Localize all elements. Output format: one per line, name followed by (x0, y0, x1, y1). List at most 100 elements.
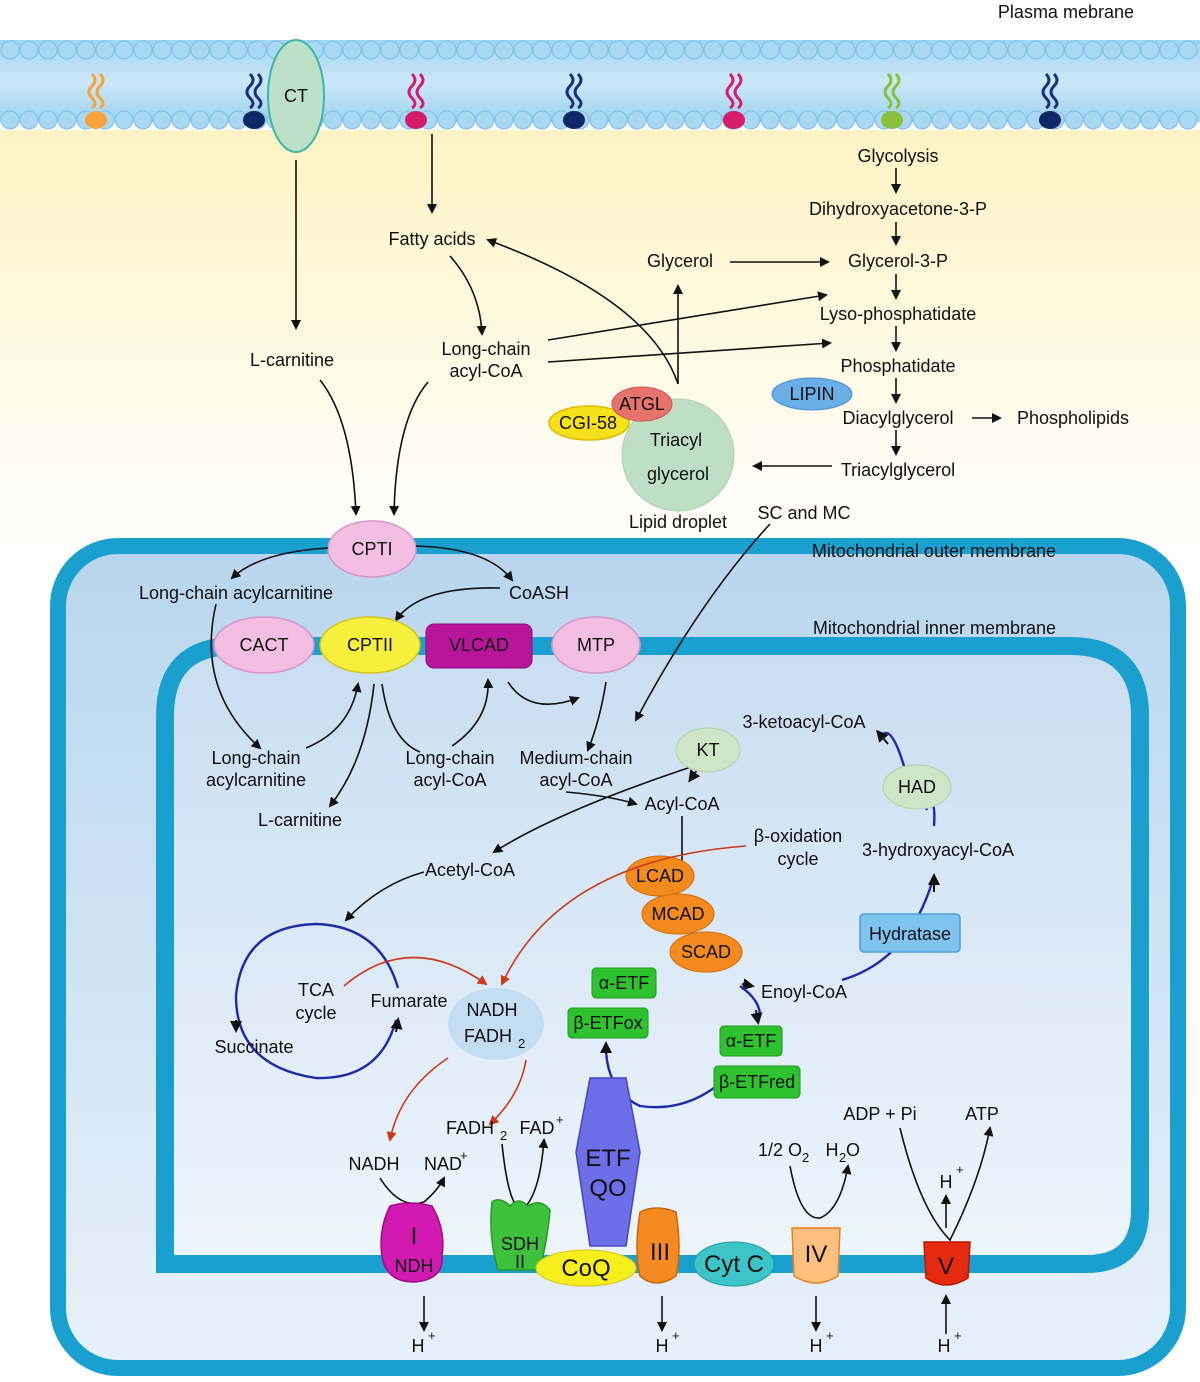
hydratase-label: Hydratase (869, 924, 951, 944)
fadh-cloud-subscript: 2 (518, 1036, 525, 1051)
hydratase-enzyme (859, 913, 961, 953)
membrane-bead (589, 40, 609, 60)
complex-i (380, 1202, 444, 1283)
lca-inner-label-1: Long-chain (211, 748, 300, 768)
glycerol-3-p-label: Glycerol-3-P (848, 251, 948, 271)
membrane-bead (665, 110, 685, 130)
membrane-bead (798, 110, 818, 130)
beta-etfred-box (713, 1065, 801, 1099)
membrane-bead (779, 40, 799, 60)
enoyl-coa-label: Enoyl-CoA (761, 982, 847, 1002)
phosphatidate-label: Phosphatidate (840, 356, 955, 376)
h-proton-label-v: H (938, 1336, 951, 1356)
lipid-heads (85, 72, 1061, 129)
tca-cycle-path (234, 922, 400, 1080)
tag-droplet-label-2: glycerol (647, 464, 709, 484)
cact-transporter (213, 616, 315, 674)
fad-plus: + (556, 1112, 564, 1127)
mcad-enzyme (641, 893, 715, 935)
membrane-bead (38, 40, 58, 60)
membrane-bead (380, 40, 400, 60)
membrane-bead (228, 40, 248, 60)
tca-label-2: cycle (295, 1003, 336, 1023)
dhap-label: Dihydroxyacetone-3-P (809, 199, 987, 219)
h2o-h-label: H (826, 1140, 839, 1160)
membrane-bead (57, 110, 77, 130)
membrane-bead (551, 40, 571, 60)
etf-label: ETF (585, 1145, 630, 1172)
beta-etfox-box (567, 1007, 649, 1039)
tca-arrow-2 (390, 1017, 403, 1033)
cytc-label: Cyt C (704, 1251, 764, 1278)
nadh-label: NADH (348, 1154, 399, 1174)
beta-etfox-label: β-ETFox (573, 1013, 642, 1033)
membrane-bead (1121, 40, 1141, 60)
membrane-bead (912, 110, 932, 130)
membrane-bead (570, 40, 590, 60)
membrane-bead (38, 110, 58, 130)
membrane-bead (342, 110, 362, 130)
sdh-label: SDH (501, 1234, 539, 1254)
membrane-bead (589, 110, 609, 130)
coq (535, 1249, 637, 1287)
cgi-58-protein (548, 405, 630, 441)
ct-label: CT (284, 86, 308, 106)
fad-label: FAD (519, 1118, 554, 1138)
tca-label-1: TCA (298, 980, 334, 1000)
membrane-bead (171, 110, 191, 130)
membrane-bead (950, 110, 970, 130)
alpha-etf-red-box (719, 1025, 783, 1057)
lipid-droplet (621, 398, 735, 512)
mtp-label: MTP (577, 635, 615, 655)
alpha-etf-red-label: α-ETF (726, 1031, 776, 1051)
membrane-bead (1159, 110, 1179, 130)
membrane-bead (646, 110, 666, 130)
had-enzyme (882, 764, 952, 810)
membrane-bead (855, 110, 875, 130)
membrane-bead (1007, 110, 1027, 130)
membrane-bead (437, 40, 457, 60)
beta-oxidation-label-1: β-oxidation (754, 826, 842, 846)
membrane-bead (57, 40, 77, 60)
membrane-bead (361, 110, 381, 130)
membrane-bead (722, 40, 742, 60)
lipin-label: LIPIN (789, 384, 834, 404)
membrane-bead (399, 40, 419, 60)
h-proton-label-i: H (412, 1336, 425, 1356)
membrane-bead (532, 40, 552, 60)
membrane-bead (152, 110, 172, 130)
membrane-bead (1083, 40, 1103, 60)
membrane-bead (817, 110, 837, 130)
nad-label: NAD (424, 1154, 462, 1174)
membrane-bead (760, 110, 780, 130)
membrane-bead (627, 40, 647, 60)
inner-membrane-label: Mitochondrial inner membrane (813, 618, 1056, 638)
complex-ii-label: II (515, 1252, 525, 1272)
membrane-bead (19, 40, 39, 60)
o2-subscript: 2 (802, 1150, 809, 1165)
h-proton-label-iii: H (656, 1336, 669, 1356)
h2o-o-label: O (846, 1140, 860, 1160)
membrane-bead (475, 110, 495, 130)
membrane-bead (456, 40, 476, 60)
cytosol (0, 130, 1200, 550)
membrane-bead (1026, 40, 1046, 60)
membrane-bead (247, 40, 267, 60)
membrane-bead (171, 40, 191, 60)
membrane-bead (1178, 110, 1198, 130)
membrane-bead (817, 40, 837, 60)
membrane-bead (1083, 110, 1103, 130)
succinate-label: Succinate (214, 1037, 293, 1057)
membrane-bead (437, 110, 457, 130)
membrane-bead (418, 40, 438, 60)
outer-membrane-label: Mitochondrial outer membrane (812, 541, 1056, 561)
lc-acylcarnitine-label: Long-chain acylcarnitine (139, 583, 333, 603)
membrane-bead (760, 40, 780, 60)
membrane-bead (1064, 110, 1084, 130)
lc-acylcoa-label-1: Long-chain (441, 339, 530, 359)
lyso-phosphatidate-label: Lyso-phosphatidate (820, 304, 976, 324)
diacylglycerol-label: Diacylglycerol (842, 408, 953, 428)
mcacoa-label-2: acyl-CoA (539, 770, 612, 790)
lcad-label: LCAD (636, 866, 684, 886)
